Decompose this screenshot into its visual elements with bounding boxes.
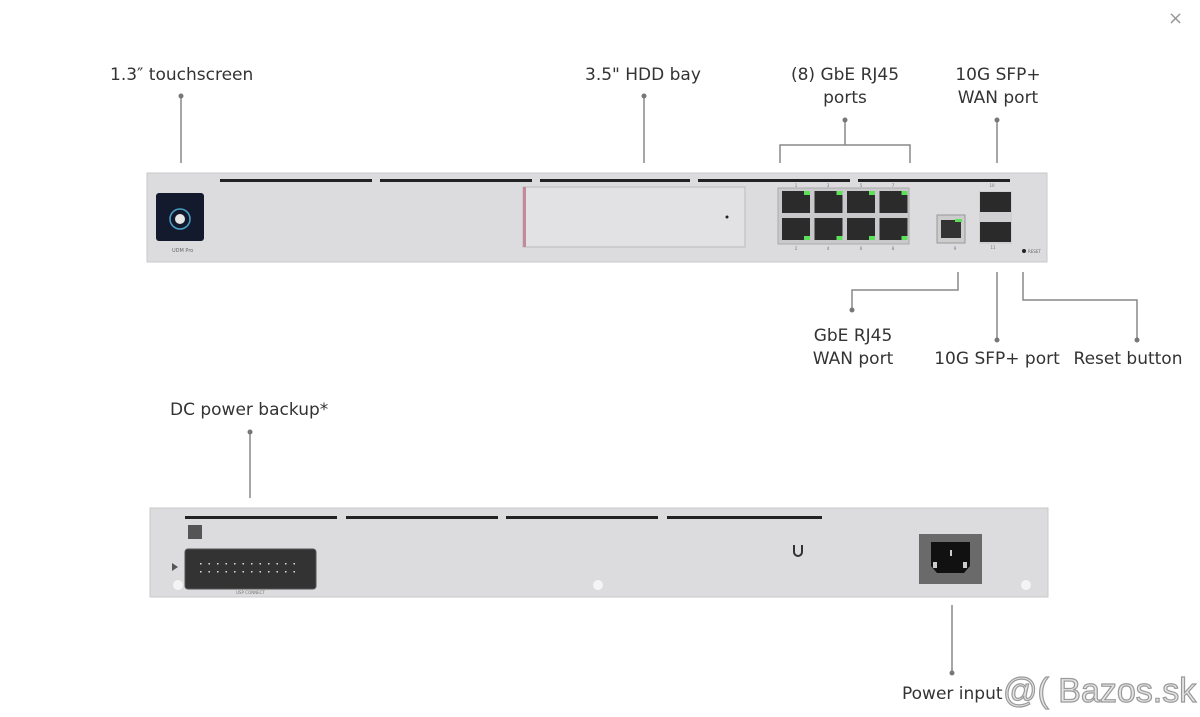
leader-gbe-wan xyxy=(851,272,959,310)
connector-pin xyxy=(208,571,210,573)
close-icon[interactable]: × xyxy=(1168,8,1184,29)
dc-power-connector xyxy=(184,548,317,590)
ubiquiti-logo-icon xyxy=(793,545,803,557)
label-power-input: Power input xyxy=(902,684,1003,704)
connector-pin xyxy=(225,571,227,573)
svg-text:4: 4 xyxy=(827,246,830,251)
connector-pin xyxy=(268,563,270,565)
leader-reset xyxy=(1022,272,1138,340)
connector-pin xyxy=(200,571,202,573)
connector-pin xyxy=(293,571,295,573)
svg-text:8: 8 xyxy=(892,246,895,251)
label-dc-power: DC power backup* xyxy=(170,400,329,420)
model-label: UDM Pro xyxy=(172,248,193,254)
connector-pin xyxy=(217,571,219,573)
connector-pin xyxy=(276,563,278,565)
connector-pin xyxy=(285,571,287,573)
leader-lines xyxy=(180,96,1138,673)
rj45-port[interactable] xyxy=(814,218,843,240)
connector-pin xyxy=(225,563,227,565)
connector-pin xyxy=(208,563,210,565)
connector-pin xyxy=(251,571,253,573)
svg-text:2: 2 xyxy=(795,246,798,251)
svg-text:7: 7 xyxy=(892,183,895,188)
connector-pin xyxy=(242,571,244,573)
rj45-port[interactable] xyxy=(847,191,875,213)
label-sfp-wan: 10G SFP+WAN port xyxy=(955,65,1041,108)
connector-pin xyxy=(234,563,236,565)
gbe-ports xyxy=(782,191,908,240)
connector-pin xyxy=(242,563,244,565)
rj45-port[interactable] xyxy=(814,191,843,213)
svg-text:RESET: RESET xyxy=(1028,249,1041,254)
connector-pin xyxy=(293,563,295,565)
leader-gbe-ports xyxy=(779,120,911,163)
svg-text:3: 3 xyxy=(827,183,830,188)
label-reset: Reset button xyxy=(1073,349,1183,369)
reset-button[interactable] xyxy=(1022,249,1026,253)
qr-code-icon xyxy=(188,525,202,539)
label-touchscreen: 1.3″ touchscreen xyxy=(110,65,254,85)
connector-pin xyxy=(200,563,202,565)
svg-text:1: 1 xyxy=(795,183,798,188)
svg-text:6: 6 xyxy=(860,246,863,251)
svg-text:USP CONNECT: USP CONNECT xyxy=(236,590,265,595)
svg-text:5: 5 xyxy=(860,183,863,188)
rj45-port[interactable] xyxy=(879,191,908,213)
label-sfp-port: 10G SFP+ port xyxy=(934,349,1060,369)
hdd-bay xyxy=(522,186,746,248)
connector-pin xyxy=(285,563,287,565)
back-panel: USP CONNECT xyxy=(149,507,1049,598)
connector-pin xyxy=(259,563,261,565)
connector-pin xyxy=(268,571,270,573)
front-panel: UDM Pro 1 3 5 7 2 4 6 8 9 10 11 RESET xyxy=(146,172,1048,263)
svg-text:10: 10 xyxy=(989,183,995,188)
rj45-port[interactable] xyxy=(879,218,908,240)
connector-pin xyxy=(276,571,278,573)
connector-pin xyxy=(217,563,219,565)
svg-text:11: 11 xyxy=(990,245,996,250)
leader-dots xyxy=(178,93,1140,676)
svg-text:9: 9 xyxy=(954,246,957,251)
connector-pin xyxy=(234,571,236,573)
connector-pin xyxy=(259,571,261,573)
touchscreen xyxy=(156,193,204,241)
rj45-port[interactable] xyxy=(847,218,875,240)
sfp-ports xyxy=(979,191,1012,244)
connector-pin xyxy=(251,563,253,565)
watermark: @( Bazos.sk xyxy=(1002,671,1197,710)
label-hdd-bay: 3.5" HDD bay xyxy=(585,65,701,85)
rj45-port[interactable] xyxy=(782,218,810,240)
rj45-port[interactable] xyxy=(782,191,810,213)
gbe-wan-port xyxy=(936,214,966,244)
